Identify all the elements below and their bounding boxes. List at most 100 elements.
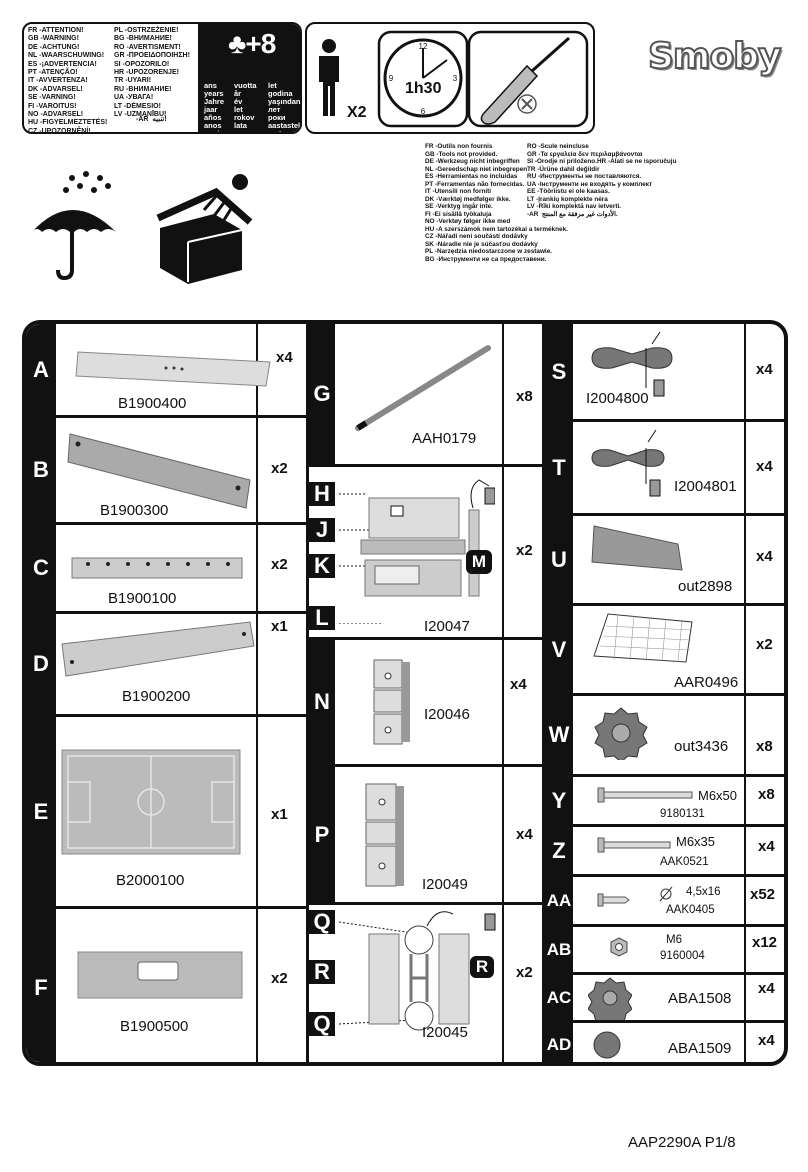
warning-line: GB -WARNING!: [28, 35, 79, 43]
umbrella-rain-icon: [32, 171, 116, 280]
part-letter-j: J: [309, 517, 335, 542]
part-letter-r: R: [309, 959, 335, 984]
part-letter-y: Y: [545, 777, 573, 824]
part-w-image: [594, 707, 648, 760]
part-qty-p: x4: [516, 826, 533, 843]
age-line: rokov: [234, 113, 255, 122]
part-qty-ac: x4: [758, 980, 775, 997]
age-line: años: [204, 113, 222, 122]
age-line: godina: [268, 89, 293, 98]
tools-line: IT -Utensili non forniti: [425, 188, 492, 195]
part-u-image: [591, 525, 683, 571]
part-e-image: [61, 749, 241, 855]
person-icon: [319, 39, 339, 116]
age-line: vuotta: [234, 81, 257, 90]
part-t-image: [591, 429, 665, 497]
warning-box: FR -ATTENTION!GB -WARNING!DE -ACHTUNG!NL…: [22, 22, 302, 134]
part-qty-a: x4: [276, 349, 293, 366]
part-code-a: B1900400: [118, 395, 187, 412]
age-line: anni: [204, 129, 220, 134]
qty-divider: [256, 324, 258, 1062]
part-qty-f: x2: [271, 970, 288, 987]
age-line: év: [234, 97, 243, 106]
warning-line: DK -ADVARSEL!: [28, 85, 83, 93]
svg-text:9: 9: [389, 74, 394, 83]
part-code-t: I2004801: [674, 478, 737, 495]
qty-divider: [502, 324, 504, 1062]
tools-line: NL -Gereedschap niet inbegrepen: [425, 165, 528, 173]
part-letter-g: G: [309, 324, 335, 464]
part-qty-i20045: x2: [516, 964, 533, 981]
age-text-col2: vuottaårévletrokovlataгодиниaniχρόνια: [234, 81, 260, 133]
persons-count: X2: [347, 104, 367, 121]
parts-table: A B1900400 x4 B B1900300 x2 C B1900100 x…: [22, 320, 788, 1066]
warning-line: ES -¡ADVERTENCIA!: [28, 60, 97, 68]
part-qty-b: x2: [271, 460, 288, 477]
tools-line: ES -Herramientas no incluidas: [425, 173, 518, 180]
tools-line: SK -Náradie nie je súčasťou dodávky: [425, 240, 538, 248]
warning-line: GR -ΠΡΟΕΙΔΟΠΟΙΗΣΗ!: [114, 52, 190, 60]
part-code-b: B1900300: [100, 502, 169, 519]
svg-text:6: 6: [421, 107, 426, 116]
age-line: Jahre: [204, 97, 225, 106]
part-p-image: [365, 783, 404, 887]
age-text-col3: letgodinayaşındanлетрокиaastastelemetųga…: [268, 81, 302, 134]
part-letter-ab: AB: [545, 927, 573, 972]
warning-line: DE -ACHTUNG!: [28, 43, 80, 51]
warning-text-col1: FR -ATTENTION!GB -WARNING!DE -ACHTUNG!NL…: [28, 27, 108, 134]
age-line: jaar: [204, 105, 218, 114]
part-f-image: [77, 951, 243, 999]
part-letter-s: S: [545, 324, 573, 419]
age-line: metų: [268, 129, 286, 134]
warning-arabic: -AR تنبيه!: [136, 116, 167, 123]
tools-line: FI -Ei sisällä työkaluja: [425, 210, 492, 218]
tools-line: EE -Tööriistu ei ole kaasas.: [527, 188, 610, 195]
warning-line: IT -AVVERTENZA!: [28, 77, 88, 85]
age-line: let: [268, 81, 277, 90]
brand-logo: Smoby: [647, 35, 782, 78]
part-qty-c: x2: [271, 556, 288, 573]
warning-line: BG -ВНИМАНИЕ!: [114, 35, 172, 43]
page-footer: AAP2290A P1/8: [628, 1134, 736, 1151]
part-code-e: B2000100: [116, 872, 185, 889]
warning-line: SI -OPOZORILO!: [114, 60, 170, 68]
part-letter-k: K: [309, 553, 335, 578]
part-letter-h: H: [309, 481, 335, 506]
tools-line: DE -Werkzeug nicht inbegriffen: [425, 158, 520, 165]
warning-line: NL -WAARSCHUWING!: [28, 52, 105, 60]
warning-line: HU -FIGYELMEZTETÉS!: [28, 119, 108, 127]
part-qty-ad: x4: [758, 1032, 775, 1049]
warning-line: SE -VARNING!: [28, 94, 76, 102]
part-letter-t: T: [545, 422, 573, 513]
svg-text:3: 3: [453, 74, 458, 83]
assembly-time: 1h30: [405, 80, 442, 97]
tools-line: BG -Инструменти не са предоставени.: [425, 255, 547, 263]
warning-line: PL -OSTRZEŻENIE!: [114, 27, 179, 34]
part-code-u: out2898: [678, 578, 733, 595]
warning-text-col2: PL -OSTRZEŻENIE!BG -ВНИМАНИЕ!RO -AVERTIS…: [114, 27, 190, 119]
age-line: aastastele: [268, 121, 302, 130]
part-ab-image: [610, 937, 628, 957]
part-size-ab: M6: [666, 934, 682, 946]
part-hjkl-image: [339, 479, 495, 624]
part-qty-z: x4: [758, 838, 775, 855]
part-qty-d: x1: [271, 618, 288, 635]
warning-line: UA -УВАГА!: [114, 94, 154, 102]
part-letter-q: Q: [309, 909, 335, 934]
part-qty-e: x1: [271, 806, 288, 823]
column-divider: [306, 324, 309, 1062]
part-letter-q: Q: [309, 1011, 335, 1036]
age-line: роки: [268, 113, 286, 122]
tools-line: SE -Verktyg ingår inte.: [425, 203, 493, 210]
warning-line: CZ -UPOZORNĚNÍ!: [28, 127, 91, 134]
part-code-w: out3436: [674, 738, 729, 755]
part-letter-p: P: [309, 767, 335, 902]
part-code-y: 9180131: [660, 808, 705, 820]
part-ac-image: [588, 977, 632, 1020]
tools-line: CZ -Nářadí není součástí dodávky: [425, 233, 528, 240]
warning-line: RO -AVERTISMENT!: [114, 43, 181, 51]
age-text-col1: ansyearsJahrejaarañosanosanniårår: [204, 82, 225, 134]
part-code-ab: 9160004: [660, 950, 705, 962]
tools-line: RU -Инструменты не поставляются.: [527, 173, 642, 180]
age-line: lata: [234, 121, 247, 130]
